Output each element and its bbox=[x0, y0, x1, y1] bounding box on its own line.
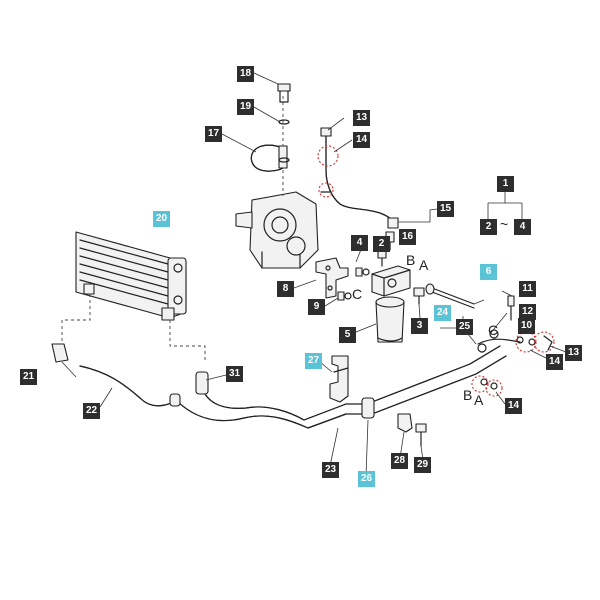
callout-26: 26 bbox=[358, 471, 375, 487]
callout-11: 11 bbox=[519, 281, 536, 297]
oil-cooler bbox=[61, 231, 206, 362]
callout-18: 18 bbox=[237, 66, 254, 82]
callout-9: 9 bbox=[308, 299, 325, 315]
bolt-18 bbox=[277, 83, 291, 163]
callout-28: 28 bbox=[391, 453, 408, 469]
callout-24: 24 bbox=[434, 305, 451, 321]
legend-tilde: ~ bbox=[500, 216, 509, 232]
callout-10: 10 bbox=[518, 318, 535, 334]
callout-6: 6 bbox=[480, 264, 497, 280]
callout-31: 31 bbox=[226, 366, 243, 382]
bolt-6 bbox=[425, 283, 485, 309]
letter-c-upper: C bbox=[352, 286, 363, 302]
letter-a-lower: A bbox=[474, 392, 484, 408]
callout-13-right: 13 bbox=[565, 345, 582, 361]
callout-15: 15 bbox=[437, 201, 454, 217]
bolt-29 bbox=[415, 423, 427, 447]
letter-b-lower: B bbox=[463, 387, 473, 403]
callout-2-block: 2 bbox=[373, 236, 390, 252]
callout-2: 2 bbox=[480, 219, 497, 235]
callout-14-right: 14 bbox=[546, 354, 563, 370]
callout-4: 4 bbox=[514, 219, 531, 235]
callout-14-top: 14 bbox=[353, 132, 370, 148]
clip-28 bbox=[397, 413, 413, 433]
letter-a-upper: A bbox=[419, 257, 429, 273]
callout-1: 1 bbox=[497, 176, 514, 192]
callout-13-top: 13 bbox=[353, 110, 370, 126]
callout-14-bottom: 14 bbox=[505, 398, 522, 414]
callout-19: 19 bbox=[237, 99, 254, 115]
pipe-15 bbox=[320, 127, 399, 229]
callout-16: 16 bbox=[399, 229, 416, 245]
seal-highlights bbox=[317, 145, 555, 397]
callout-23: 23 bbox=[322, 462, 339, 478]
letter-c-lower: C bbox=[488, 322, 499, 338]
callout-5: 5 bbox=[339, 327, 356, 343]
callout-21: 21 bbox=[20, 369, 37, 385]
callout-29: 29 bbox=[414, 457, 431, 473]
bracket-27 bbox=[329, 355, 349, 403]
legend-tree bbox=[487, 191, 523, 219]
letter-b-upper: B bbox=[406, 252, 416, 268]
filter-head bbox=[371, 265, 411, 343]
callout-27: 27 bbox=[305, 353, 322, 369]
hoses-22-23 bbox=[51, 343, 507, 429]
callout-22: 22 bbox=[83, 403, 100, 419]
callout-4-block: 4 bbox=[351, 235, 368, 251]
hose-17 bbox=[250, 96, 288, 196]
callout-12: 12 bbox=[519, 304, 536, 320]
callout-25: 25 bbox=[456, 319, 473, 335]
callout-3: 3 bbox=[411, 318, 428, 334]
pump-housing bbox=[235, 191, 319, 269]
callout-8: 8 bbox=[277, 281, 294, 297]
callout-17: 17 bbox=[205, 126, 222, 142]
callout-20: 20 bbox=[153, 211, 170, 227]
bracket-8 bbox=[315, 257, 349, 299]
